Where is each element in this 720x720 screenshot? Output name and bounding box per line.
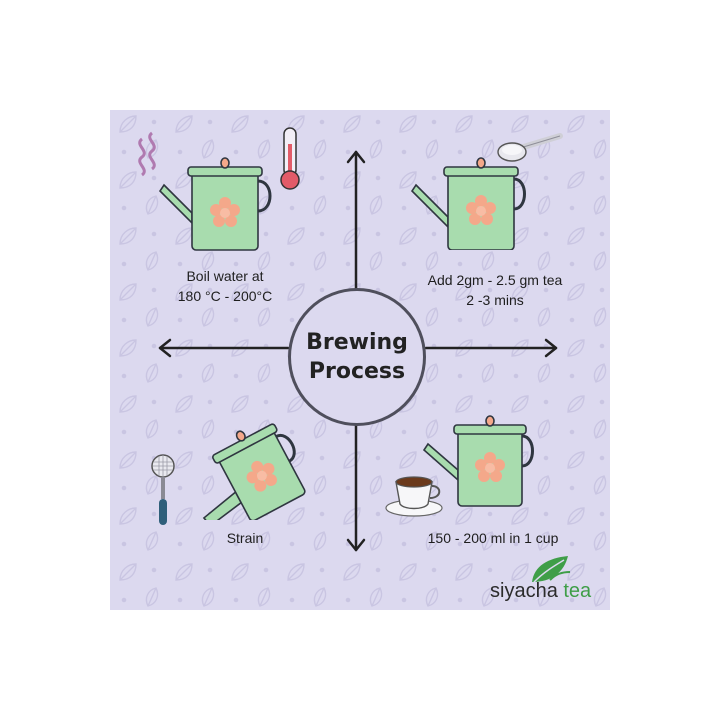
strainer-icon (151, 454, 175, 525)
step-add-tea-line2: 2 -3 mins (466, 292, 524, 308)
step-add-tea-label: Add 2gm - 2.5 gm tea 2 -3 mins (410, 270, 580, 310)
kettle-add-tea-illustration (410, 157, 526, 250)
flower-icon (210, 197, 240, 227)
step-serve-label: 150 - 200 ml in 1 cup (408, 528, 578, 548)
step-strain-line1: Strain (226, 530, 264, 546)
brand-part2: tea (563, 580, 592, 602)
title-circle: Brewing Process (288, 288, 426, 426)
thermometer-icon (280, 127, 300, 190)
kettle-pour-illustration (422, 415, 534, 507)
kettle-icon (422, 415, 534, 507)
brand-name: siyacha tea (490, 580, 591, 603)
cup-icon (385, 476, 443, 517)
flower-icon (475, 452, 505, 482)
brand-leaf-logo (532, 556, 571, 583)
flower-icon (466, 195, 496, 225)
flower-icon (246, 460, 277, 492)
step-boil-line1: Boil water at (186, 268, 264, 284)
step-boil-line2: 180 °C - 200°C (177, 288, 273, 304)
kettle-boil-illustration (138, 131, 272, 251)
step-strain-label: Strain (205, 528, 285, 548)
spoon-icon (497, 133, 563, 162)
kettle-strain-illustration (202, 423, 306, 520)
kettle-icon (158, 157, 272, 251)
step-serve-line1: 150 - 200 ml in 1 cup (427, 530, 559, 546)
title-line2: Process (308, 359, 406, 384)
step-boil-label: Boil water at 180 °C - 200°C (150, 266, 300, 306)
step-add-tea-line1: Add 2gm - 2.5 gm tea (427, 272, 563, 288)
kettle-icon (202, 423, 306, 520)
steam-icon (138, 131, 156, 177)
title-line1: Brewing (306, 330, 408, 355)
brand-part1: siyacha (490, 580, 558, 602)
